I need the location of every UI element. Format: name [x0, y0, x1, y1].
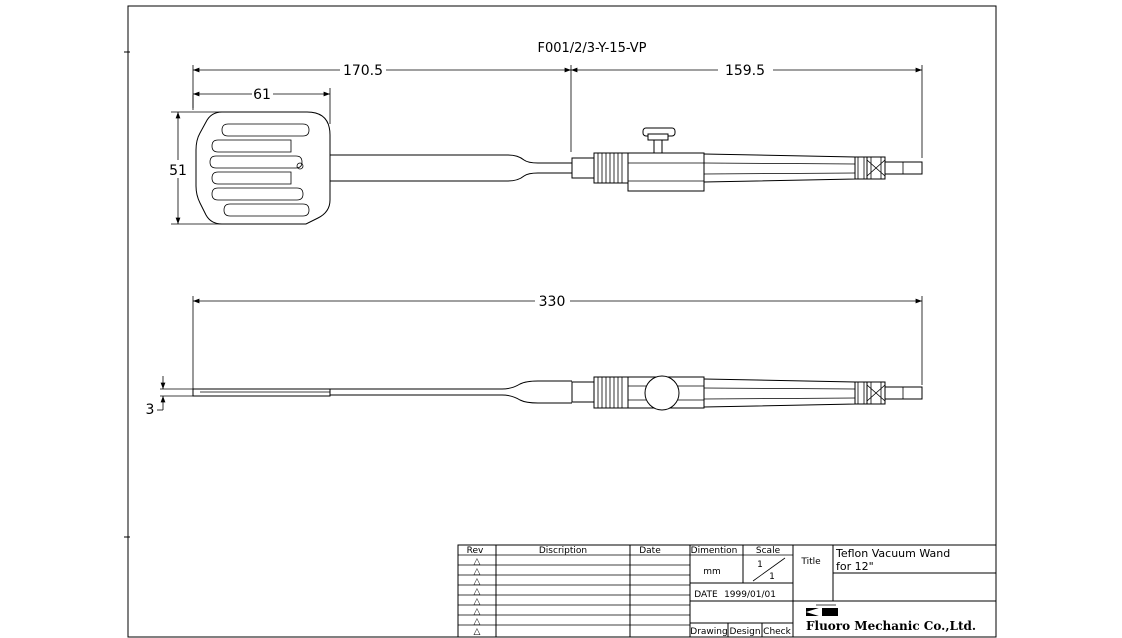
check-label: Check [763, 627, 791, 637]
side-view: 330 3 [146, 294, 923, 418]
knurled-nut [593, 152, 629, 184]
rev-symbol: △ [474, 607, 481, 617]
valve-knob [644, 375, 680, 411]
design-label: Design [729, 627, 760, 637]
top-view: 170.5 159.5 61 51 [169, 63, 923, 225]
side-shaft [330, 380, 572, 390]
rev-symbol: △ [474, 587, 481, 597]
title-label: Title [800, 557, 821, 567]
rev-symbol: △ [474, 617, 481, 627]
date-value: 1999/01/01 [724, 590, 776, 600]
title-block [457, 544, 997, 638]
valve-body [627, 152, 705, 192]
blade [192, 388, 331, 397]
side-tube-end [884, 386, 923, 400]
collar [571, 157, 595, 179]
paddle-slots [209, 123, 310, 217]
date-label: DATE [694, 590, 718, 600]
company-name: Fluoro Mechanic Co.,Ltd. [806, 619, 976, 633]
dimension-header: Dimention [691, 546, 738, 556]
title-line-1: Teflon Vacuum Wand [835, 547, 950, 560]
part-number: F001/2/3-Y-15-VP [537, 41, 646, 56]
paddle-outline [195, 111, 331, 225]
dim-159-5: 159.5 [725, 63, 765, 79]
fitting-nuts [854, 156, 886, 180]
rev-symbol: △ [474, 567, 481, 577]
unit-value: mm [703, 567, 721, 577]
valve-button [642, 127, 676, 153]
dim-3: 3 [146, 402, 155, 418]
tube-end [884, 161, 923, 175]
drawing-label: Drawing [690, 627, 727, 637]
dim-330: 330 [539, 294, 566, 310]
company-logo [806, 604, 838, 617]
scale-numerator: 1 [757, 560, 763, 570]
rev-symbols: △ △ △ △ △ △ △ △ [474, 557, 481, 637]
rev-symbol: △ [474, 557, 481, 567]
handle [703, 153, 856, 183]
rev-symbol: △ [474, 597, 481, 607]
rev-symbol: △ [474, 577, 481, 587]
date-header: Date [639, 546, 661, 556]
dim-170-5: 170.5 [343, 63, 383, 79]
side-knurled-nut [593, 376, 629, 409]
scale-denominator: 1 [769, 572, 775, 582]
rev-header: Rev [467, 546, 484, 556]
description-header: Discription [539, 546, 587, 556]
dim-61: 61 [253, 87, 271, 103]
scale-header: Scale [756, 546, 781, 556]
shaft [330, 154, 572, 164]
dim-51: 51 [169, 163, 187, 179]
rev-symbol: △ [474, 627, 481, 637]
side-handle [703, 378, 856, 408]
title-line-2: for 12" [836, 560, 874, 573]
